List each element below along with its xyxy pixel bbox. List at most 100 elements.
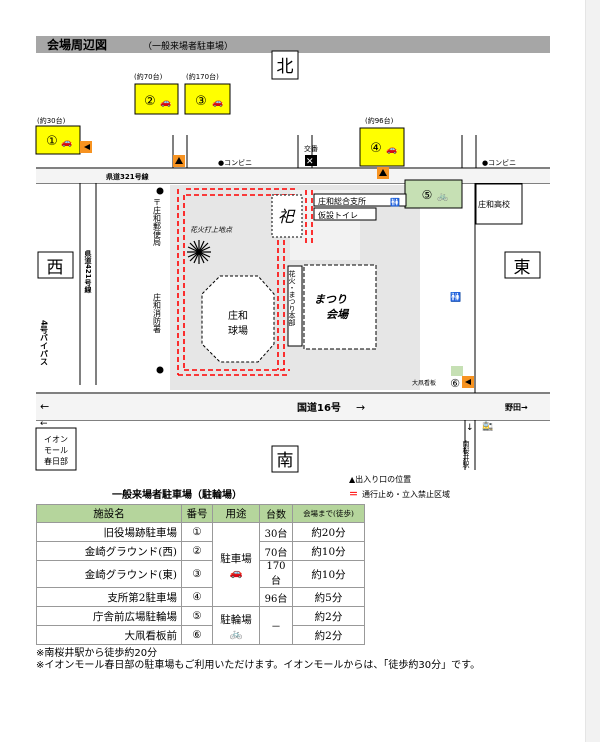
shouwa-branch-box (313, 193, 407, 207)
bicycle-icon: 🚲 (437, 192, 448, 202)
parking-table: 施設名 番号 用途 台数 会場まで(徒歩) 旧役場跡駐車場 ① 駐車場🚗 30台… (36, 504, 365, 645)
festival-venue-label: まつり (314, 293, 347, 306)
parking-6[interactable]: 大凧看板 ⑥ (412, 366, 463, 390)
fireworks-label: 花火打上地点 (190, 226, 233, 234)
festival-hq-label: 花火・まつり本部 (288, 269, 296, 327)
west-label: 西 (47, 258, 64, 278)
facility-walk: 約10分 (292, 541, 365, 561)
table-title: 一般来場者駐車場（駐輪場） (112, 488, 242, 501)
south-box (271, 445, 299, 473)
festival-venue-label-2: 会場 (326, 308, 350, 321)
header-use: 用途 (212, 504, 260, 523)
high-school-label: 庄和高校 (478, 199, 510, 209)
parking-5-box (404, 179, 463, 209)
south-label: 南 (277, 451, 294, 471)
west-box (37, 251, 74, 279)
facility-walk: 約20分 (292, 522, 365, 542)
legend-entrance: ▲出入り口の位置 (349, 474, 411, 484)
east-label: 東 (514, 258, 531, 278)
temp-toilet-box (313, 207, 377, 221)
parking-1[interactable]: (約30台) ① 🚗 (35, 116, 81, 155)
header-title: 会場周辺図 (47, 37, 107, 52)
east-box (504, 251, 541, 279)
facility-number: ② (181, 541, 213, 561)
facility-count: 170台 (259, 560, 293, 588)
parking-3-box (184, 83, 231, 115)
festival-hq-box (287, 265, 303, 347)
ion-mall-box[interactable] (35, 427, 77, 471)
car-icon: 🚗 (61, 138, 72, 148)
facility-walk: 約10分 (292, 560, 365, 588)
parking-6-label: 大凧看板 (412, 379, 436, 387)
road-421-label: 県道421号線 (84, 249, 92, 294)
table-row: 支所第2駐車場 ④ 96台 約5分 (36, 587, 365, 607)
entrance-markers (80, 141, 474, 388)
koban-label: 交番 (304, 144, 318, 153)
festival-logo-icon: 祀 (278, 207, 296, 226)
car-icon: 🚗 (160, 98, 171, 108)
parking-2[interactable]: (約70台) ② 🚗 (134, 72, 179, 115)
header-subtitle: （一般来場者駐車場） (143, 40, 233, 52)
facility-walk: 約2分 (292, 606, 365, 626)
ion-mall-line2: モール (44, 446, 68, 455)
parking-2-capacity: (約70台) (134, 72, 163, 81)
fireworks-icon (187, 240, 211, 264)
fire-station-label: 庄和消防署 (153, 292, 162, 334)
ballpark-label: 庄和 (228, 309, 248, 322)
west-arrow: ← (40, 400, 49, 413)
parking-3-capacity: (約170台) (186, 72, 219, 81)
shouwa-branch-label: 庄和総合支所 (318, 196, 366, 206)
facility-name: 金崎グラウンド(東) (36, 560, 182, 588)
facility-name: 金崎グラウンド(西) (36, 541, 182, 561)
car-icon: 🚗 (212, 98, 223, 108)
east-arrow: → (356, 401, 365, 414)
parking-6-bike-box (451, 366, 463, 376)
bypass-label: 4号バイパス (40, 320, 49, 366)
facility-name: 庁舎前広場駐輪場 (36, 606, 182, 626)
conbini-1: ●コンビニ (218, 158, 252, 167)
facility-count: 70台 (259, 541, 293, 561)
table-row: 金崎グラウンド(東) ③ 170台 約10分 (36, 560, 365, 588)
no-entry-lines (177, 188, 313, 376)
conbini-2: ●コンビニ (482, 158, 516, 167)
facility-number: ③ (181, 560, 213, 588)
use-bicycle-label: 駐輪場 (220, 613, 252, 626)
parking-6-number: ⑥ (450, 377, 460, 390)
table-row: 庁舎前広場駐輪場 ⑤ 駐輪場🚲 － 約2分 (36, 606, 365, 645)
bicycle-icon: 🚲 (229, 627, 243, 640)
road-16-label: 国道16号 (297, 401, 341, 414)
to-noda-label: 野田→ (505, 403, 528, 412)
festival-venue-box (303, 264, 377, 350)
parking-4[interactable]: (約96台) ④ 🚗 (359, 116, 405, 167)
toilet-icon-east: 🚻 (450, 291, 461, 303)
bicycle-count: － (259, 606, 293, 645)
facility-walk: 約2分 (292, 625, 365, 645)
facility-count: 30台 (259, 522, 293, 542)
parking-3[interactable]: (約170台) ③ 🚗 (184, 72, 231, 115)
page-edge (585, 0, 600, 742)
temp-toilet-label: 仮設トイレ (318, 210, 358, 220)
table-row: 旧役場跡駐車場 ① 駐車場🚗 30台 約20分 (36, 522, 365, 607)
parking-5[interactable]: ⑤ 🚲 (404, 179, 463, 209)
parking-1-number: ① (46, 134, 58, 149)
station-label: 南桜井駅 (462, 439, 470, 469)
train-icon: 🚉 (482, 420, 493, 432)
high-school-box (475, 183, 523, 225)
toilet-icon: 🚻 (390, 197, 400, 207)
use-parking-label: 駐車場 (220, 552, 252, 565)
note-station: ※南桜井駅から徒歩約20分 (36, 648, 158, 659)
use-parking: 駐車場🚗 (212, 522, 260, 607)
parking-1-box (35, 125, 81, 155)
ballpark-label-2: 球場 (228, 324, 248, 337)
table-row: 大凧看板前 ⑥ 約2分 (36, 625, 365, 645)
parking-5-number: ⑤ (422, 188, 433, 202)
north-box (271, 50, 299, 80)
road-16-fill (36, 394, 550, 420)
facility-number: ① (181, 522, 213, 542)
header-facility: 施設名 (36, 504, 182, 523)
ballpark (201, 275, 275, 363)
header-walk: 会場まで(徒歩) (292, 504, 365, 523)
car-icon: 🚗 (386, 145, 397, 155)
note-ion-mall: ※イオンモール春日部の駐車場もご利用いただけます。イオンモールからは、「徒歩約3… (36, 660, 481, 671)
